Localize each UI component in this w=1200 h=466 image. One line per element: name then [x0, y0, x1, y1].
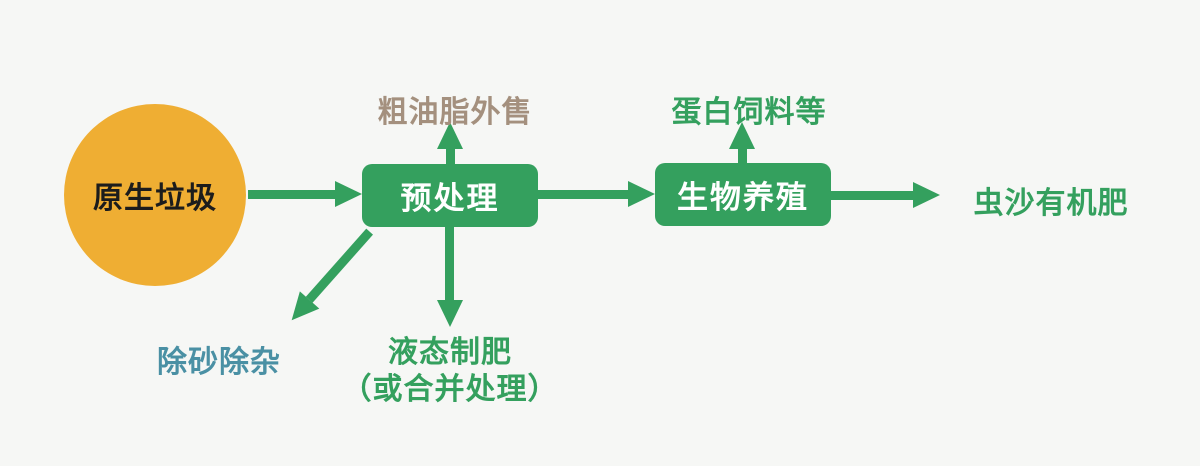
label-liquid-fertilizer-line1: 液态制肥 — [388, 336, 512, 369]
arrow-pretreatment-to-sand-removal — [281, 223, 380, 329]
arrow-shaft — [445, 227, 455, 300]
arrow-shaft — [737, 149, 747, 163]
node-raw-garbage-label: 原生垃圾 — [93, 182, 217, 215]
arrow-pretreatment-to-liquid-fertilizer — [437, 227, 463, 327]
arrowhead-icon — [628, 181, 655, 207]
label-crude-oil-sale: 粗油脂外售 — [377, 96, 533, 129]
arrow-pretreatment-to-bio — [538, 181, 655, 207]
arrow-shaft — [248, 189, 335, 199]
node-raw-garbage: 原生垃圾 — [64, 104, 246, 286]
label-protein-feed: 蛋白饲料等 — [671, 96, 827, 129]
arrow-shaft — [538, 189, 628, 199]
arrowhead-icon — [335, 181, 362, 207]
arrow-bio-to-organic-fertilizer — [831, 182, 940, 208]
node-bio-breeding-label: 生物养殖 — [677, 180, 809, 215]
node-pretreatment: 预处理 — [362, 164, 538, 227]
arrow-shaft — [445, 149, 455, 164]
node-bio-breeding: 生物养殖 — [655, 163, 831, 226]
label-liquid-fertilizer: 液态制肥 （或合并处理） — [342, 334, 559, 408]
arrow-shaft — [306, 229, 374, 304]
label-liquid-fertilizer-line2: （或合并处理） — [341, 373, 559, 406]
arrowhead-icon — [913, 182, 940, 208]
node-pretreatment-label: 预处理 — [400, 181, 500, 216]
arrow-shaft — [831, 190, 913, 200]
arrow-source-to-pretreatment — [248, 181, 362, 207]
label-sand-removal: 除砂除杂 — [157, 346, 281, 379]
label-organic-fertilizer: 虫沙有机肥 — [973, 187, 1129, 220]
arrowhead-icon — [437, 300, 463, 327]
